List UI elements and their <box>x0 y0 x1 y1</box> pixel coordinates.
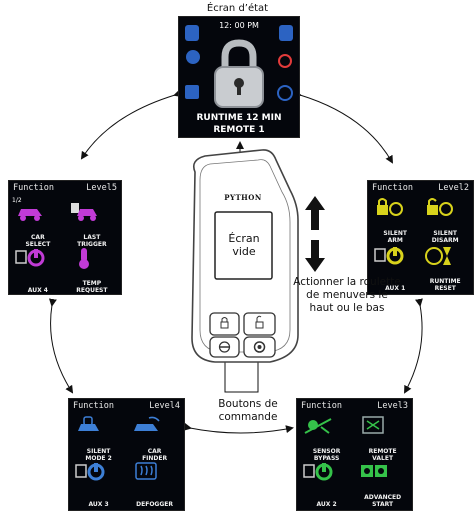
menu-item-silent-arm[interactable]: SILENT ARM <box>370 197 420 244</box>
thermometer-icon <box>79 248 89 269</box>
menu-level-label: Level2 <box>438 183 469 193</box>
page-indicator: 1/2 <box>12 197 22 204</box>
aux-power-icon <box>303 463 333 481</box>
aux-power-icon <box>15 249 45 267</box>
menu-level-label: Level4 <box>149 401 180 411</box>
status-runtime: RUNTIME 12 MIN <box>196 113 282 123</box>
remote-screen-label: Écran vide <box>228 232 260 258</box>
menu-item-remote-valet[interactable]: REMOTE VALET <box>355 415 410 462</box>
remote-brand-logo: PYTHON <box>224 193 262 202</box>
menu-item-last-trigger[interactable]: LAST TRIGGER <box>65 201 119 248</box>
menu-item-runtime-reset[interactable]: RUNTIME RESET <box>420 245 470 292</box>
menu-function-label: Function <box>73 401 114 411</box>
menu-item-silent-mode-2[interactable]: SILENT MODE 2 <box>71 415 126 462</box>
scroll-up-arrow <box>305 196 325 230</box>
advanced-start-icon <box>361 465 387 477</box>
menu-function-label: Function <box>13 183 54 193</box>
arrow-status-to-level2 <box>293 89 393 164</box>
status-screen-title: Écran d’état <box>206 3 269 14</box>
menu-screen-level3: Function Level3 SENSOR BYPASS REMOTE VAL… <box>296 398 413 511</box>
arrow-level2-to-level3 <box>404 298 423 394</box>
sensor-bypass-icon <box>304 418 332 434</box>
menu-item-defogger[interactable]: DEFOGGER <box>127 461 182 508</box>
buttons-bracket <box>224 360 259 393</box>
menu-item-aux-3[interactable]: AUX 3 <box>71 461 126 508</box>
silent-disarm-icon <box>427 198 453 216</box>
status-remote: REMOTE 1 <box>213 125 265 135</box>
menu-item-aux-4[interactable]: AUX 4 <box>11 247 65 294</box>
hourglass-icon <box>425 247 451 265</box>
arrow-level4-to-level3 <box>183 422 294 434</box>
menu-item-car-select[interactable]: CAR SELECT <box>11 201 65 248</box>
arrow-status-to-level5 <box>80 89 182 160</box>
menu-level-label: Level5 <box>86 183 117 193</box>
aux-power-icon <box>374 247 404 265</box>
scroll-instruction: Actionner la roulette de menuvers le hau… <box>293 276 401 314</box>
status-time: 12: 00 PM <box>219 21 259 30</box>
menu-screen-level4: Function Level4 SILENT MODE 2 CAR FINDER… <box>68 398 185 511</box>
buttons-caption: Boutons de commande <box>218 398 278 423</box>
valet-icon <box>362 416 384 434</box>
aux-power-icon <box>75 463 105 481</box>
menu-screen-level2: Function Level2 SILENT ARM SILENT DISARM… <box>367 180 474 295</box>
status-screen: 12: 00 PM RUNTIME 12 MIN REMOTE 1 <box>178 16 300 138</box>
menu-item-temp-request[interactable]: TEMP REQUEST <box>65 247 119 294</box>
menu-function-label: Function <box>372 183 413 193</box>
silent-mode-icon <box>78 416 99 431</box>
scroll-down-arrow <box>305 240 325 272</box>
car-finder-icon <box>134 416 160 431</box>
menu-level-label: Level3 <box>377 401 408 411</box>
menu-function-label: Function <box>301 401 342 411</box>
silent-arm-icon <box>377 198 403 216</box>
menu-item-sensor-bypass[interactable]: SENSOR BYPASS <box>299 415 354 462</box>
defogger-icon <box>135 462 157 480</box>
lock-icon <box>185 25 293 108</box>
menu-item-aux-2[interactable]: AUX 2 <box>299 461 354 508</box>
menu-item-car-finder[interactable]: CAR FINDER <box>127 415 182 462</box>
menu-item-silent-disarm[interactable]: SILENT DISARM <box>420 197 470 244</box>
car-icon <box>18 209 42 221</box>
menu-item-advanced-start[interactable]: ADVANCED START <box>355 461 410 508</box>
menu-screen-level5: Function Level5 1/2 CAR SELECT LAST TRIG… <box>8 180 122 295</box>
car-alarm-icon <box>71 203 97 221</box>
arrow-level5-to-level4 <box>48 298 74 394</box>
menu-item-aux-1[interactable]: AUX 1 <box>370 245 420 292</box>
